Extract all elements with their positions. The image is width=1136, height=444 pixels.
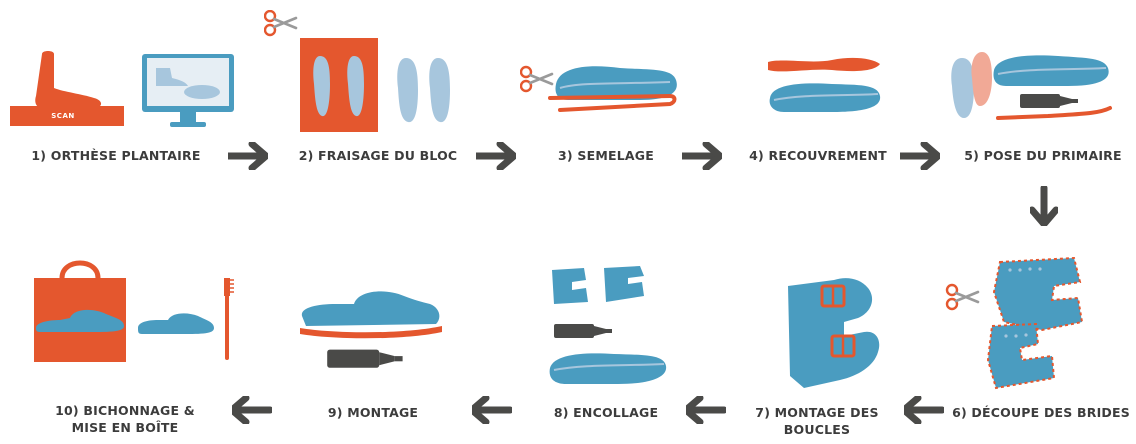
milled-block-icon [300,38,380,134]
arrow-5-to-6 [1030,186,1058,226]
arrow-4-to-5 [900,142,940,170]
step-8-label: 8) ENCOLLAGE [550,404,662,421]
arrow-1-to-2 [228,142,268,170]
step-6-label: 6) DÉCOUPE DES BRIDES [950,404,1132,421]
step-7-label-line-2: BOUCLES [754,421,880,438]
arrow-2-to-3 [476,142,516,170]
step-10-label: 10) BICHONNAGE & MISE EN BOÎTE [52,402,198,436]
gluing-icon [544,262,674,392]
step-7-label: 7) MONTAGE DES BOUCLES [754,404,880,438]
arrow-9-to-10 [232,396,272,424]
arrow-3-to-4 [682,142,722,170]
step-7-label-line-1: 7) MONTAGE DES [754,404,880,421]
step-3-label: 3) SEMELAGE [556,147,656,164]
step-1-label: 1) ORTHÈSE PLANTAIRE [28,147,204,164]
sandal-icon [136,306,216,342]
scan-label: SCAN [38,112,88,120]
primer-icon [948,48,1118,126]
step-4-label: 4) RECOUVREMENT [748,147,888,164]
step-2-label: 2) FRAISAGE DU BLOC [290,147,466,164]
scissors-icon [264,10,304,40]
step-5-label: 5) POSE DU PRIMAIRE [960,147,1126,164]
toothbrush-icon [218,276,236,362]
strap-cutting-icon [944,252,1124,392]
step-10-label-line-1: 10) BICHONNAGE & [52,402,198,419]
monitor-icon [140,52,240,132]
step-10-label-line-2: MISE EN BOÎTE [52,419,198,436]
step-9-label: 9) MONTAGE [318,404,428,421]
arrow-6-to-7 [904,396,944,424]
arrow-8-to-9 [472,396,512,424]
shopping-bag-icon [30,252,130,364]
covering-icon [762,54,888,118]
sole-icon [520,58,684,114]
arrow-7-to-8 [686,396,726,424]
insole-icon [390,54,458,126]
buckle-icon [784,266,884,402]
sandal-assembly-icon [296,282,446,382]
